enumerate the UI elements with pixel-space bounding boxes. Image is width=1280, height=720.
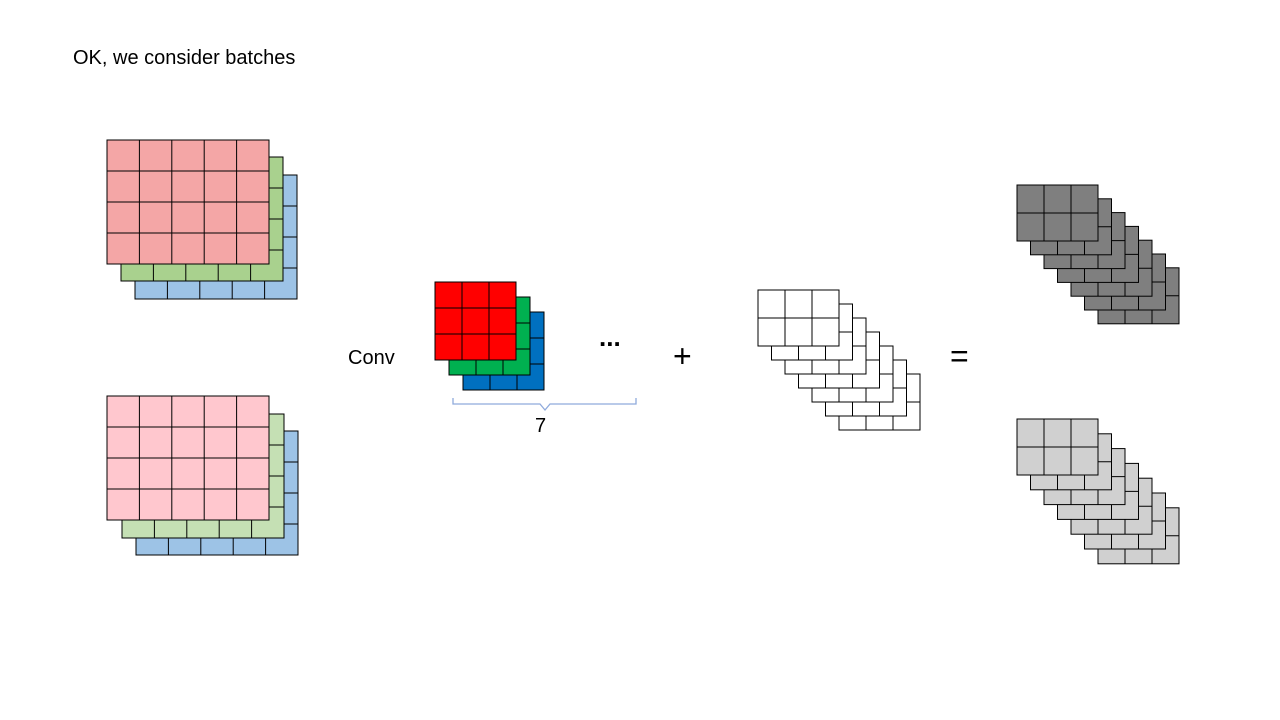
equals-sign: = [950, 338, 969, 374]
ellipsis-label: ... [599, 322, 621, 352]
kernel-channel-red [434, 281, 517, 361]
batch1-channel-red [106, 139, 270, 265]
bias-layer-1 [757, 289, 840, 347]
batch2-channel-red [106, 395, 270, 521]
conv-label: Conv [348, 347, 395, 369]
output1-layer-1 [1016, 184, 1099, 242]
page-title: OK, we consider batches [73, 47, 296, 69]
filter-count-brace [452, 398, 637, 412]
plus-sign: + [673, 338, 692, 374]
filter-count-label: 7 [535, 415, 547, 437]
output2-layer-1 [1016, 418, 1099, 476]
